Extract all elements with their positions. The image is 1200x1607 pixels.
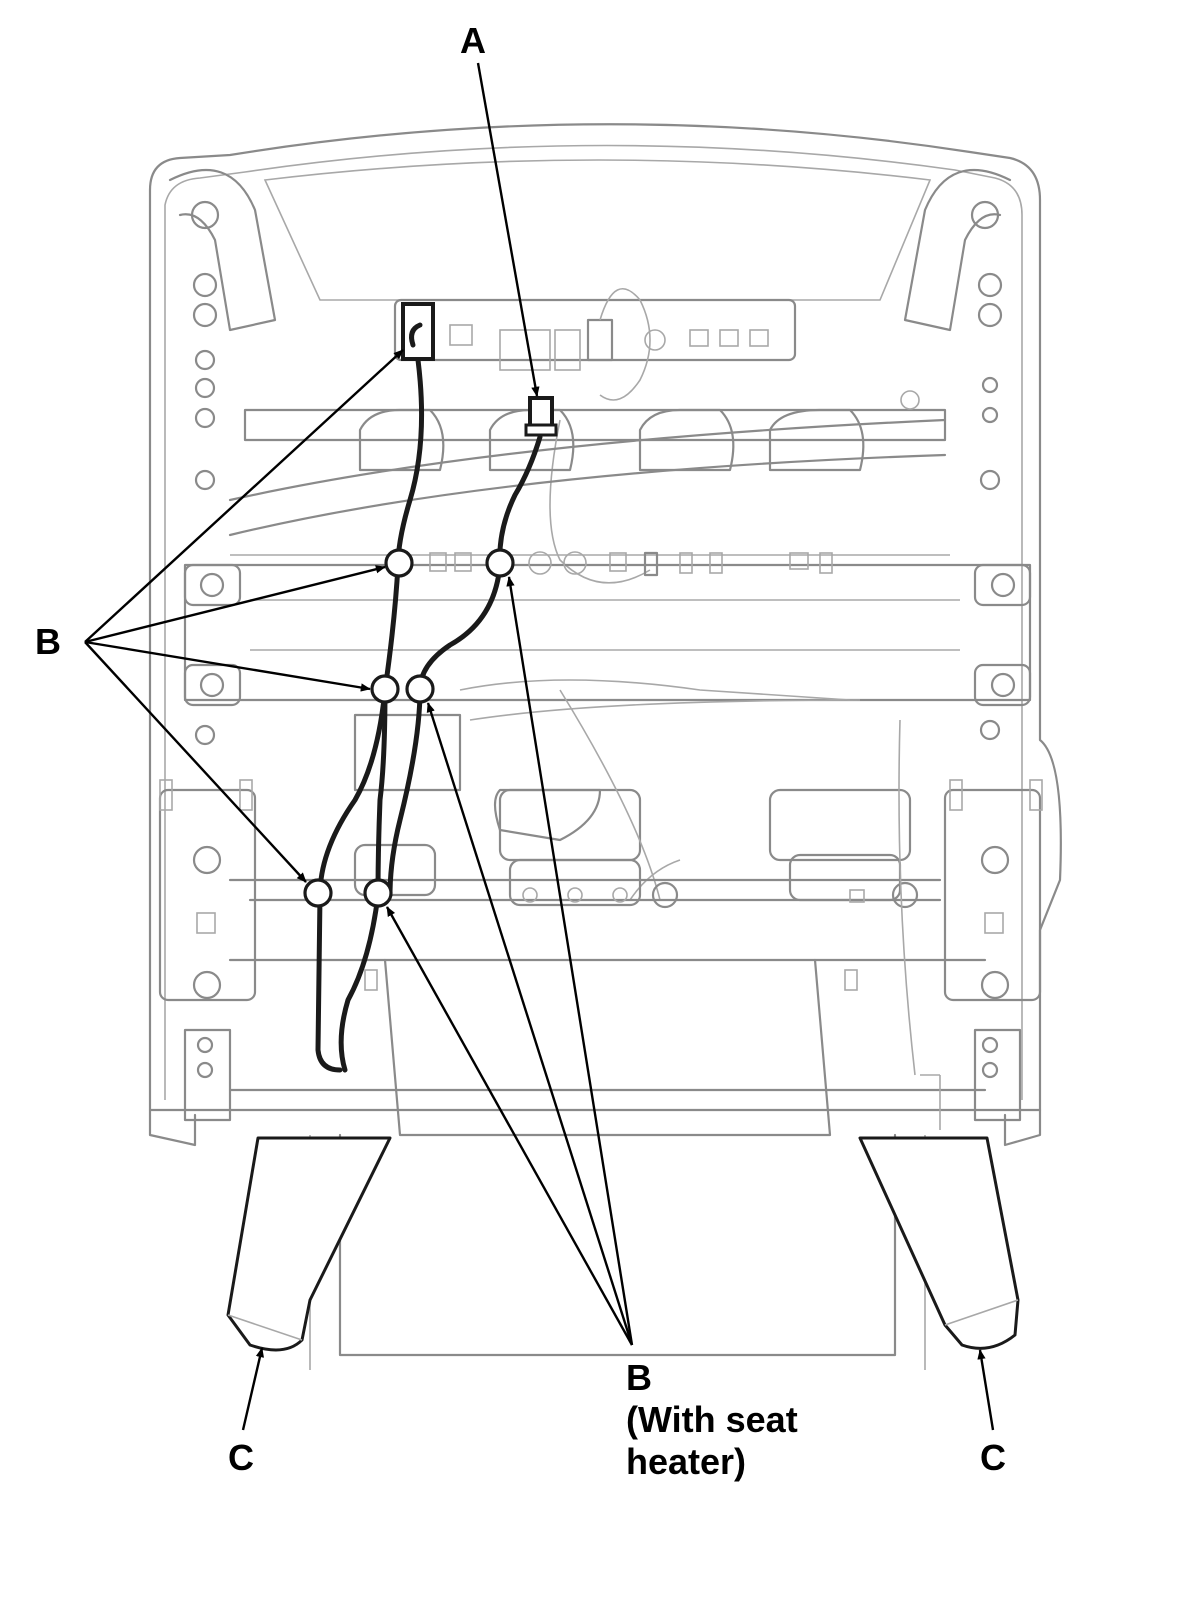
callout-c-right: C	[980, 1437, 1006, 1478]
clip-b5	[303, 878, 333, 908]
callout-b-right-note-line1: (With seat	[626, 1399, 798, 1440]
callout-labels: A B B (With seat heater) C C	[35, 20, 1006, 1482]
leader-b-right-1	[506, 576, 634, 1346]
right-leg	[858, 1136, 1020, 1350]
callout-a: A	[460, 20, 486, 61]
clip-b6	[363, 878, 393, 908]
callout-b-left: B	[35, 621, 61, 662]
leader-b-left-1	[84, 349, 404, 643]
leader-lines	[84, 62, 995, 1431]
wire-harness	[303, 302, 558, 1073]
clip-b1	[384, 548, 414, 578]
left-leg	[226, 1136, 392, 1352]
clip-b3	[370, 674, 400, 704]
harness-connector-upper	[401, 302, 435, 361]
callout-c-left: C	[228, 1437, 254, 1478]
leader-b-left-4	[84, 641, 307, 883]
seat-legs	[226, 1136, 1020, 1352]
leader-c-right	[977, 1349, 995, 1431]
leader-a	[476, 62, 540, 397]
seat-heater-harness	[387, 434, 543, 898]
clip-b2	[485, 548, 515, 578]
leader-b-right-2	[426, 702, 634, 1346]
callout-b-right-note-line2: heater)	[626, 1441, 746, 1482]
clip-b4	[405, 674, 435, 704]
leader-c-left	[241, 1347, 264, 1431]
leader-b-left-2	[84, 565, 386, 644]
leader-b-left-3	[84, 640, 371, 692]
callout-b-right: B	[626, 1357, 652, 1398]
leader-b-right-3	[385, 906, 634, 1346]
